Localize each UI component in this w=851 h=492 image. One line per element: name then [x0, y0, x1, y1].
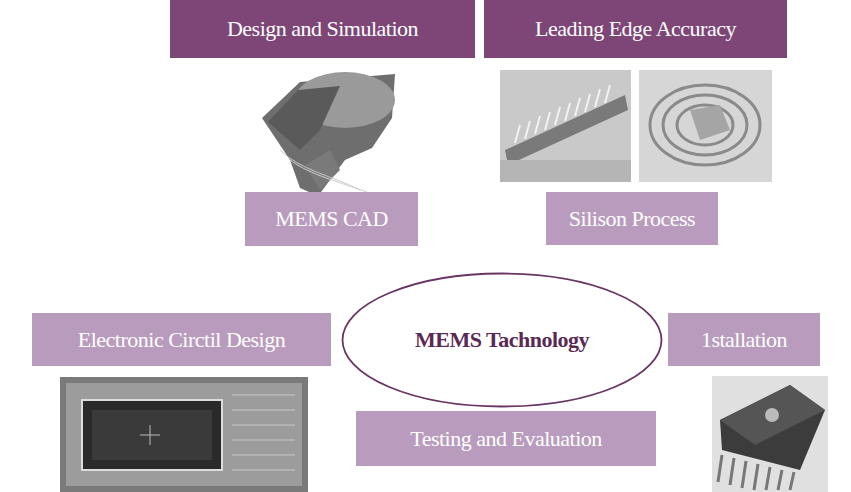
node-label: MEMS CAD — [275, 206, 388, 232]
sem-photo-spiral — [639, 70, 772, 182]
header-box: Leading Edge Accuracy — [484, 0, 787, 58]
node-label: Design and Simulation — [227, 16, 418, 42]
center-ellipse: MEMS Tachnology — [341, 272, 663, 408]
topic-box: Electronic Circtil Design — [32, 313, 331, 366]
header-box: Design and Simulation — [170, 0, 475, 58]
node-label: Leading Edge Accuracy — [535, 16, 736, 42]
circuit-die-photo — [60, 377, 308, 492]
dip-chip — [712, 376, 828, 492]
sem-photo-comb — [500, 70, 631, 182]
node-label: Silison Process — [569, 206, 695, 232]
topic-box: MEMS CAD — [245, 192, 418, 246]
node-label: MEMS Tachnology — [415, 327, 589, 353]
node-label: Testing and Evaluation — [410, 426, 602, 452]
topic-box: Silison Process — [546, 192, 718, 245]
node-label: 1stallation — [701, 327, 787, 353]
topic-box: Testing and Evaluation — [356, 411, 656, 466]
topic-box: 1stallation — [668, 313, 820, 366]
cad-model — [262, 72, 395, 196]
node-label: Electronic Circtil Design — [78, 327, 285, 353]
